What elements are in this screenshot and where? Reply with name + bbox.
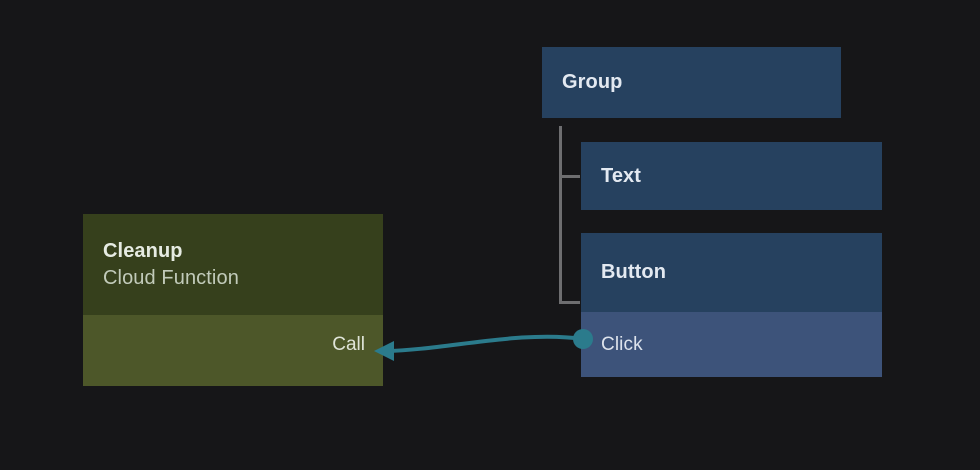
port-call[interactable]: Call (83, 329, 383, 361)
node-cleanup[interactable]: Cleanup Cloud Function Call (83, 214, 383, 386)
port-click-dot-icon[interactable] (573, 329, 593, 349)
port-click-label: Click (601, 333, 643, 355)
port-call-label: Call (332, 334, 365, 355)
node-text[interactable]: Text (581, 142, 882, 210)
node-cleanup-header: Cleanup Cloud Function (83, 214, 383, 315)
node-button-header: Button (581, 233, 882, 312)
node-text-header: Text (581, 142, 882, 210)
node-group-title: Group (562, 71, 623, 93)
node-group[interactable]: Group (542, 47, 841, 118)
node-group-header: Group (542, 47, 841, 118)
port-click[interactable]: Click (581, 312, 882, 377)
node-cleanup-title: Cleanup (103, 240, 183, 262)
node-cleanup-subtitle: Cloud Function (103, 267, 239, 289)
node-cleanup-body: Call (83, 315, 383, 386)
node-button[interactable]: Button Click (581, 233, 882, 377)
node-button-title: Button (601, 261, 667, 283)
node-text-title: Text (601, 164, 642, 187)
